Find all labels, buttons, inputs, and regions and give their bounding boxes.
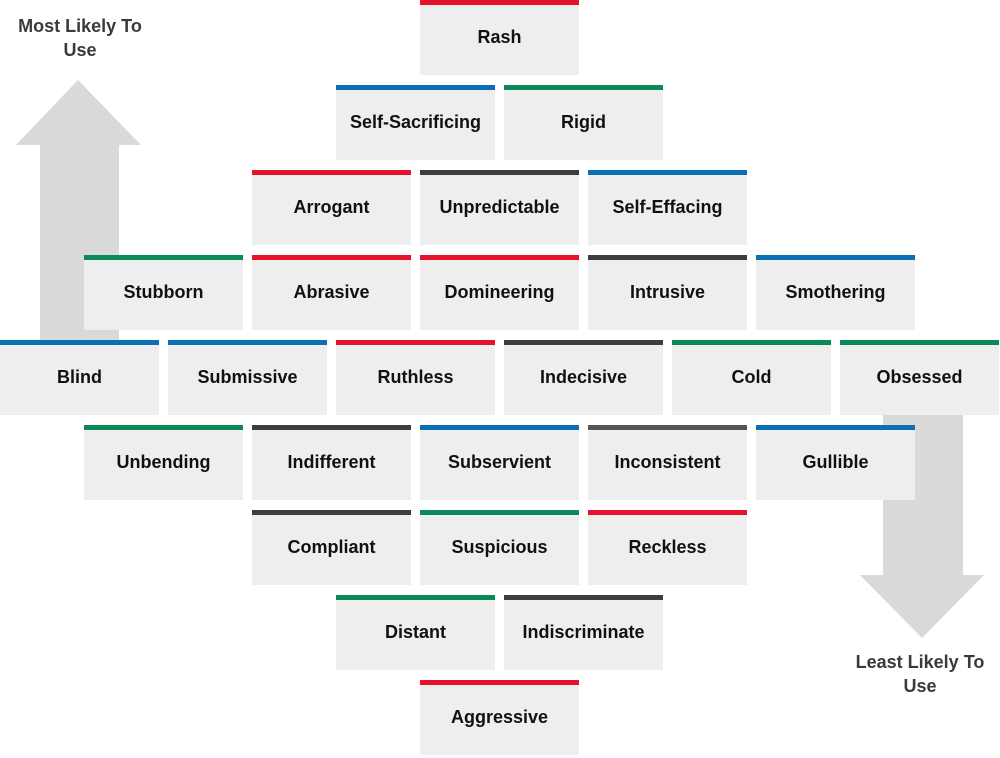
trait-label: Aggressive [450,707,549,727]
category-color-bar [588,255,747,260]
trait-box-unpredictable: Unpredictable [420,170,579,245]
trait-label: Indecisive [539,367,628,387]
trait-box-stubborn: Stubborn [84,255,243,330]
category-color-bar [420,425,579,430]
trait-box-suspicious: Suspicious [420,510,579,585]
category-color-bar [588,170,747,175]
trait-box-blind: Blind [0,340,159,415]
trait-label: Abrasive [293,282,370,302]
trait-label: Submissive [197,367,298,387]
trait-label: Indiscriminate [522,622,645,642]
trait-label: Intrusive [629,282,706,302]
trait-box-aggressive: Aggressive [420,680,579,755]
trait-label: Inconsistent [614,452,721,472]
trait-box-indifferent: Indifferent [252,425,411,500]
category-color-bar [756,255,915,260]
category-color-bar [84,425,243,430]
category-color-bar [756,425,915,430]
trait-box-ruthless: Ruthless [336,340,495,415]
trait-box-submissive: Submissive [168,340,327,415]
trait-label: Cold [731,367,772,387]
trait-label: Rash [477,27,522,47]
trait-label: Distant [384,622,446,642]
trait-label: Suspicious [451,537,548,557]
trait-label: Stubborn [123,282,204,302]
trait-label: Obsessed [876,367,963,387]
trait-label: Subservient [447,452,552,472]
trait-label: Ruthless [377,367,454,387]
trait-box-smothering: Smothering [756,255,915,330]
trait-label: Arrogant [293,197,370,217]
trait-box-obsessed: Obsessed [840,340,999,415]
trait-box-intrusive: Intrusive [588,255,747,330]
trait-box-rigid: Rigid [504,85,663,160]
category-color-bar [420,680,579,685]
category-color-bar [336,595,495,600]
trait-box-distant: Distant [336,595,495,670]
trait-box-arrogant: Arrogant [252,170,411,245]
trait-label: Compliant [287,537,376,557]
trait-label: Unbending [116,452,211,472]
trait-label: Self-Effacing [612,197,723,217]
trait-label: Unpredictable [439,197,560,217]
trait-label: Smothering [785,282,886,302]
category-color-bar [504,85,663,90]
trait-box-abrasive: Abrasive [252,255,411,330]
category-color-bar [252,255,411,260]
least-likely-label: Least Likely To Use [855,652,985,696]
trait-label: Indifferent [287,452,376,472]
category-color-bar [588,425,747,430]
category-color-bar [0,340,159,345]
trait-box-self-effacing: Self-Effacing [588,170,747,245]
trait-box-self-sacrificing: Self-Sacrificing [336,85,495,160]
trait-label: Reckless [628,537,707,557]
category-color-bar [252,510,411,515]
category-color-bar [420,0,579,5]
trait-box-domineering: Domineering [420,255,579,330]
trait-label: Gullible [802,452,869,472]
category-color-bar [504,595,663,600]
category-color-bar [84,255,243,260]
category-color-bar [420,510,579,515]
category-color-bar [420,170,579,175]
trait-box-indiscriminate: Indiscriminate [504,595,663,670]
category-color-bar [672,340,831,345]
trait-label: Rigid [561,112,606,132]
category-color-bar [420,255,579,260]
category-color-bar [168,340,327,345]
trait-label: Self-Sacrificing [349,112,482,132]
trait-box-gullible: Gullible [756,425,915,500]
category-color-bar [504,340,663,345]
trait-label: Blind [57,367,102,387]
category-color-bar [588,510,747,515]
trait-label: Domineering [444,282,555,302]
trait-box-indecisive: Indecisive [504,340,663,415]
trait-box-cold: Cold [672,340,831,415]
trait-box-inconsistent: Inconsistent [588,425,747,500]
trait-box-reckless: Reckless [588,510,747,585]
category-color-bar [336,85,495,90]
category-color-bar [336,340,495,345]
trait-box-subservient: Subservient [420,425,579,500]
category-color-bar [840,340,999,345]
most-likely-label: Most Likely To Use [18,16,142,60]
trait-box-unbending: Unbending [84,425,243,500]
trait-box-rash: Rash [420,0,579,75]
category-color-bar [252,170,411,175]
trait-box-compliant: Compliant [252,510,411,585]
category-color-bar [252,425,411,430]
